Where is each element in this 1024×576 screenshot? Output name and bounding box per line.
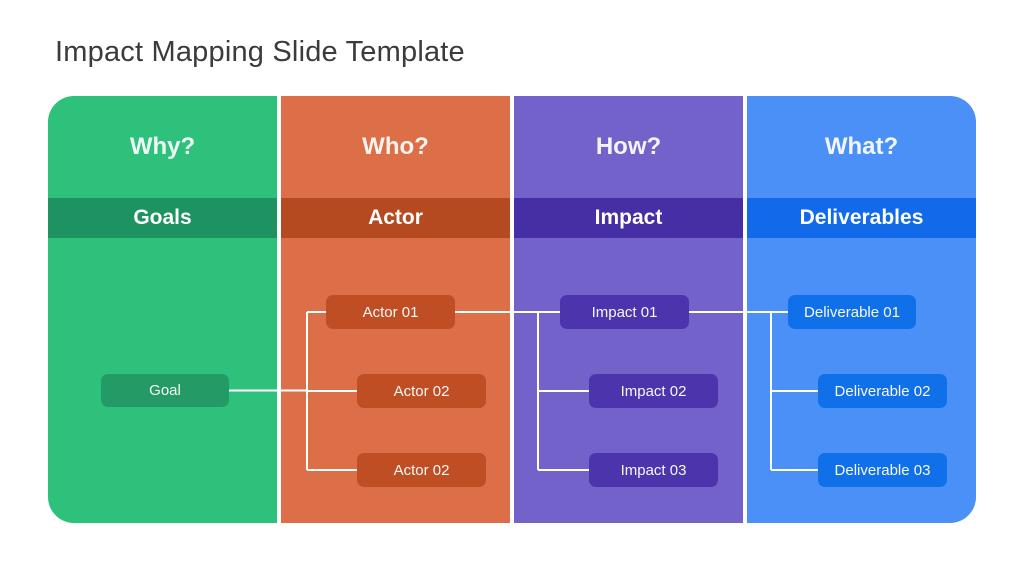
node-goal: Goal [101,374,229,407]
column-what-question: What? [824,133,899,160]
node-actor-01: Actor 01 [326,295,455,329]
column-how-category-band: Impact [514,198,743,238]
node-deliverable-01: Deliverable 01 [788,295,916,329]
node-actor-02: Actor 02 [357,374,486,408]
column-how-question: How? [595,133,662,160]
column-who-category-band: Actor [281,198,510,238]
slide-title: Impact Mapping Slide Template [55,36,465,68]
column-why-question: Why? [129,133,196,160]
node-impact-03: Impact 03 [589,453,718,487]
column-what-category-band: Deliverables [747,198,976,238]
node-impact-01: Impact 01 [560,295,689,329]
column-why-category-band: Goals [48,198,277,238]
node-actor-03: Actor 02 [357,453,486,487]
column-who-question: Who? [362,133,429,160]
node-deliverable-02: Deliverable 02 [818,374,947,408]
column-why: Why? Goals [48,96,277,523]
node-deliverable-03: Deliverable 03 [818,453,947,487]
node-impact-02: Impact 02 [589,374,718,408]
